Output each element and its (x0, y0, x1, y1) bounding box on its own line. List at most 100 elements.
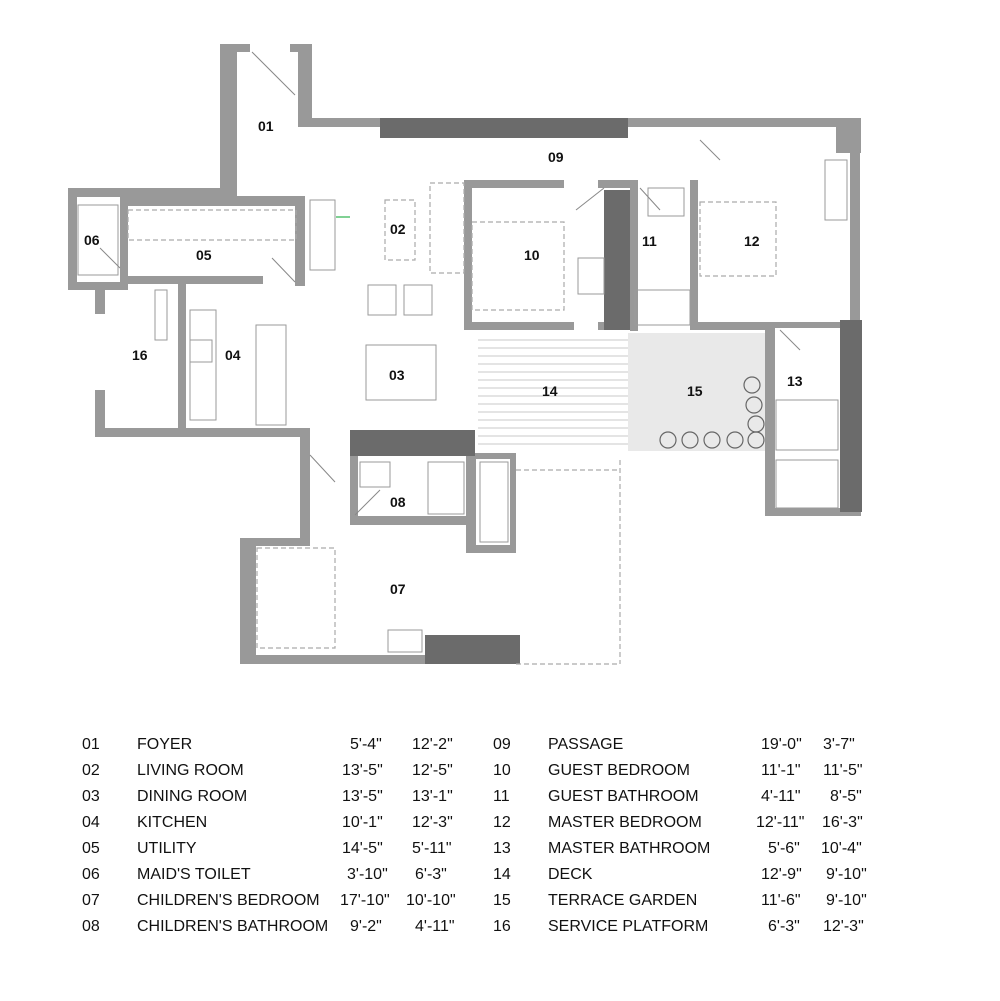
room-label-04: 04 (225, 347, 241, 363)
legend-dimension-length: 8'-5" (830, 788, 862, 805)
room-label-02: 02 (390, 221, 406, 237)
legend-number: 16 (493, 918, 511, 935)
legend-row: 04 KITCHEN 10'-1" 12'-3" (82, 814, 462, 840)
legend-dimension-length: 13'-1" (412, 788, 453, 805)
room-label-12: 12 (744, 233, 760, 249)
legend-dimension-width: 17'-10" (340, 892, 390, 909)
legend-room-name: UTILITY (137, 840, 197, 857)
legend-dimension-width: 12'-11" (756, 814, 805, 831)
legend-dimension-length: 9'-10" (826, 866, 867, 883)
legend-dimension-length: 12'-3" (412, 814, 453, 831)
deck-boards (478, 339, 628, 445)
legend-dimension-width: 12'-9" (761, 866, 802, 883)
legend-room-name: MASTER BATHROOM (548, 840, 711, 857)
legend-row: 12 MASTER BEDROOM 12'-11" 16'-3" (493, 814, 873, 840)
legend-dimension-width: 13'-5" (342, 762, 383, 779)
structural-walls (350, 118, 862, 664)
legend-number: 09 (493, 736, 511, 753)
legend-dimension-width: 11'-6" (761, 892, 801, 909)
legend-dimension-length: 12'-5" (412, 762, 453, 779)
legend-number: 02 (82, 762, 100, 779)
fixtures (77, 159, 848, 653)
door-swings (99, 51, 801, 516)
room-labels: 01 02 03 04 05 06 07 08 09 10 11 12 13 1… (84, 118, 803, 597)
legend-room-name: LIVING ROOM (137, 762, 244, 779)
legend-room-name: CHILDREN'S BEDROOM (137, 892, 320, 909)
legend-dimension-width: 11'-1" (761, 762, 801, 779)
legend-row: 15 TERRACE GARDEN 11'-6" 9'-10" (493, 892, 873, 918)
legend-number: 05 (82, 840, 100, 857)
legend-dimension-length: 10'-10" (406, 892, 456, 909)
legend-dimension-length: 12'-3" (823, 918, 864, 935)
legend-row: 08 CHILDREN'S BATHROOM 9'-2" 4'-11" (82, 918, 462, 944)
legend-row: 14 DECK 12'-9" 9'-10" (493, 866, 873, 892)
legend-dimension-width: 4'-11" (761, 788, 801, 805)
room-label-01: 01 (258, 118, 274, 134)
legend-dimension-width: 19'-0" (761, 736, 802, 753)
legend-number: 11 (493, 788, 510, 805)
legend-dimension-length: 3'-7" (823, 736, 855, 753)
room-label-07: 07 (390, 581, 406, 597)
room-label-16: 16 (132, 347, 148, 363)
room-label-15: 15 (687, 383, 703, 399)
legend-number: 14 (493, 866, 511, 883)
room-legend: 01 FOYER 5'-4" 12'-2" 02 LIVING ROOM 13'… (0, 736, 1000, 946)
room-label-13: 13 (787, 373, 803, 389)
room-label-05: 05 (196, 247, 212, 263)
room-label-06: 06 (84, 232, 100, 248)
legend-row: 11 GUEST BATHROOM 4'-11" 8'-5" (493, 788, 873, 814)
legend-number: 15 (493, 892, 511, 909)
legend-room-name: TERRACE GARDEN (548, 892, 698, 909)
legend-dimension-length: 9'-10" (826, 892, 867, 909)
legend-row: 09 PASSAGE 19'-0" 3'-7" (493, 736, 873, 762)
legend-room-name: FOYER (137, 736, 193, 753)
walls (68, 44, 861, 664)
legend-number: 13 (493, 840, 511, 857)
legend-dimension-width: 3'-10" (347, 866, 388, 883)
planters (659, 376, 765, 449)
legend-dimension-width: 14'-5" (342, 840, 383, 857)
legend-dimension-width: 13'-5" (342, 788, 383, 805)
legend-dimension-width: 10'-1" (342, 814, 383, 831)
room-label-09: 09 (548, 149, 564, 165)
legend-room-name: GUEST BEDROOM (548, 762, 690, 779)
legend-room-name: DECK (548, 866, 593, 883)
legend-number: 07 (82, 892, 100, 909)
legend-row: 13 MASTER BATHROOM 5'-6" 10'-4" (493, 840, 873, 866)
legend-number: 06 (82, 866, 100, 883)
legend-dimension-width: 6'-3" (768, 918, 800, 935)
room-label-08: 08 (390, 494, 406, 510)
legend-dimension-length: 6'-3" (415, 866, 447, 883)
legend-number: 01 (82, 736, 100, 753)
terrace-garden-floor (628, 333, 765, 451)
legend-room-name: GUEST BATHROOM (548, 788, 699, 805)
legend-room-name: CHILDREN'S BATHROOM (137, 918, 329, 935)
legend-row: 02 LIVING ROOM 13'-5" 12'-5" (82, 762, 462, 788)
legend-dimension-length: 12'-2" (412, 736, 453, 753)
legend-room-name: DINING ROOM (137, 788, 248, 805)
room-label-03: 03 (389, 367, 405, 383)
legend-room-name: SERVICE PLATFORM (548, 918, 709, 935)
room-label-10: 10 (524, 247, 540, 263)
legend-number: 03 (82, 788, 100, 805)
legend-dimension-width: 5'-4" (350, 736, 382, 753)
legend-row: 05 UTILITY 14'-5" 5'-11" (82, 840, 462, 866)
legend-number: 10 (493, 762, 511, 779)
furniture-outlines (127, 182, 777, 665)
legend-room-name: MAID'S TOILET (137, 866, 251, 883)
legend-room-name: MASTER BEDROOM (548, 814, 702, 831)
legend-row: 16 SERVICE PLATFORM 6'-3" 12'-3" (493, 918, 873, 944)
legend-row: 10 GUEST BEDROOM 11'-1" 11'-5" (493, 762, 873, 788)
legend-room-name: KITCHEN (137, 814, 208, 831)
legend-row: 01 FOYER 5'-4" 12'-2" (82, 736, 462, 762)
legend-row: 06 MAID'S TOILET 3'-10" 6'-3" (82, 866, 462, 892)
legend-dimension-length: 4'-11" (415, 918, 455, 935)
legend-row: 07 CHILDREN'S BEDROOM 17'-10" 10'-10" (82, 892, 462, 918)
floor-plan: 01 02 03 04 05 06 07 08 09 10 11 12 13 1… (68, 44, 862, 665)
legend-dimension-length: 5'-11" (412, 840, 452, 857)
legend-dimension-length: 16'-3" (822, 814, 863, 831)
legend-number: 12 (493, 814, 511, 831)
legend-room-name: PASSAGE (548, 736, 624, 753)
legend-dimension-length: 11'-5" (823, 762, 863, 779)
legend-dimension-length: 10'-4" (821, 840, 862, 857)
